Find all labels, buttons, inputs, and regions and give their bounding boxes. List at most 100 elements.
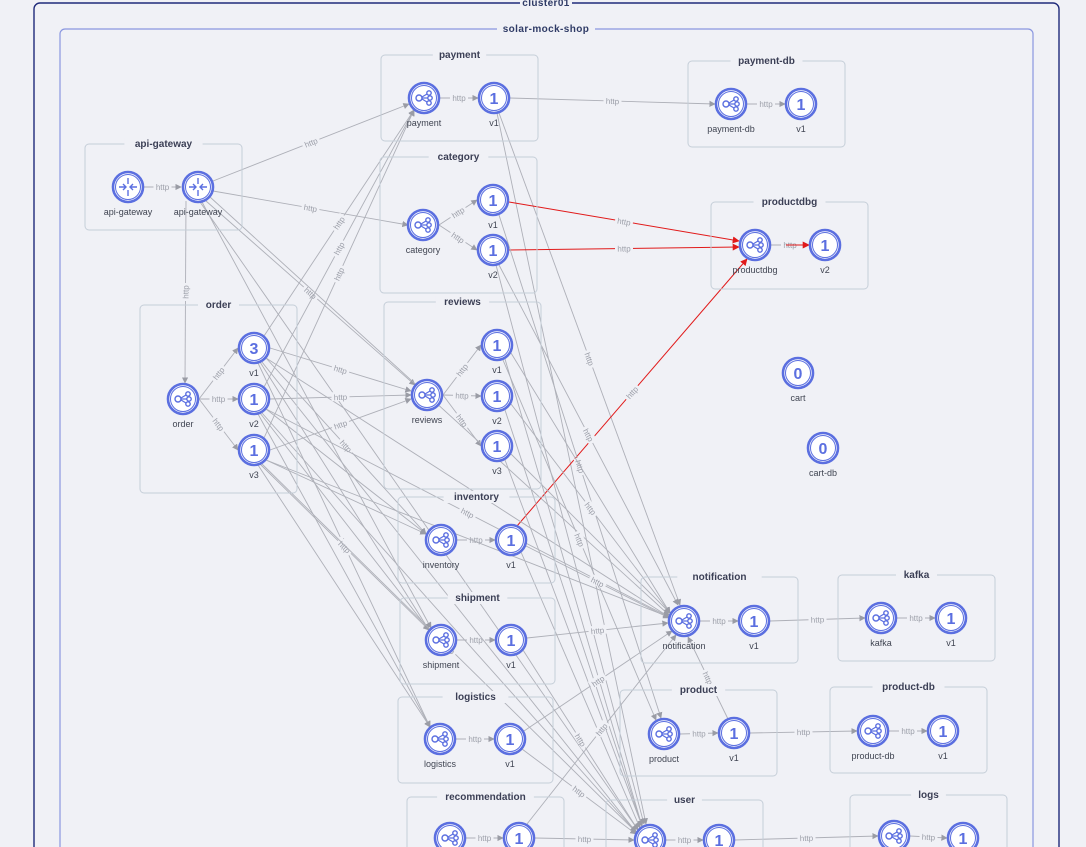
edge-label: http: [800, 834, 814, 843]
edge-line[interactable]: [510, 352, 671, 614]
edge-label: http: [590, 626, 605, 636]
version-node[interactable]: 1v1: [926, 714, 960, 761]
version-label: v1: [488, 220, 498, 230]
edge-line[interactable]: [265, 459, 670, 618]
version-label: v2: [249, 419, 259, 429]
gateway-node[interactable]: api-gateway: [104, 170, 153, 217]
node-label: order: [172, 419, 193, 429]
version-label: v1: [506, 560, 516, 570]
version-node[interactable]: 1: [502, 821, 536, 847]
version-node[interactable]: 1 v1: [717, 716, 751, 763]
version-label: v2: [820, 265, 830, 275]
node-label: logistics: [424, 759, 457, 769]
edge-line[interactable]: [265, 459, 427, 535]
node-label: reviews: [412, 415, 443, 425]
version-label: v1: [796, 124, 806, 134]
version-node[interactable]: 1v2: [480, 379, 514, 426]
version-node[interactable]: 1v1: [476, 183, 510, 230]
edge-label: http: [455, 391, 469, 400]
service-node[interactable]: order: [166, 382, 200, 429]
version-node[interactable]: 1v1: [784, 87, 818, 134]
service-node[interactable]: product-db: [851, 714, 895, 761]
edge-label: http: [712, 617, 726, 626]
service-node[interactable]: reviews: [410, 378, 444, 425]
service-node[interactable]: productdbg: [732, 228, 778, 275]
version-node[interactable]: 1: [702, 823, 736, 847]
version-node[interactable]: 1v1: [494, 623, 528, 670]
group-inventory: inventory: [397, 491, 556, 584]
service-node[interactable]: logistics: [423, 722, 457, 769]
service-node[interactable]: payment-db: [707, 87, 755, 134]
edge-line[interactable]: [265, 408, 427, 535]
node-label: payment-db: [707, 124, 755, 134]
instance-count: 1: [750, 614, 759, 631]
service-node[interactable]: [877, 819, 911, 847]
version-node[interactable]: 1v2: [476, 233, 510, 280]
service-node[interactable]: category: [406, 208, 441, 255]
group-kafka: kafka: [837, 569, 996, 662]
version-label: v1: [729, 753, 739, 763]
version-node[interactable]: 1v3: [237, 433, 271, 480]
group-logs: logs: [849, 789, 1008, 847]
edge-label: http: [606, 97, 620, 106]
instance-count: 0: [819, 441, 828, 458]
service-node[interactable]: shipment: [423, 623, 460, 670]
edge-line[interactable]: [495, 264, 646, 825]
edge-label: http: [469, 636, 483, 645]
gateway-node[interactable]: api-gateway: [174, 170, 223, 217]
edge-line[interactable]: [496, 112, 648, 825]
version-label: v1: [492, 365, 502, 375]
edge-line[interactable]: [504, 409, 644, 827]
service-node[interactable]: product: [647, 717, 681, 764]
group-product-db: product-db: [829, 681, 988, 774]
edge-line[interactable]: [209, 196, 670, 616]
edge-line[interactable]: [504, 358, 644, 827]
version-node[interactable]: 1v1: [493, 722, 527, 769]
version-node[interactable]: 1v1: [494, 523, 528, 570]
edge-label: http: [333, 364, 349, 377]
version-node[interactable]: 1v1: [737, 604, 771, 651]
edge-label: http: [797, 728, 811, 737]
edge-label: http: [578, 835, 592, 844]
service-node[interactable]: notification: [662, 604, 706, 651]
version-label: v3: [492, 466, 502, 476]
edge-label: http: [478, 834, 492, 843]
version-node[interactable]: 1v2: [808, 228, 842, 275]
edge-label: http: [333, 418, 349, 431]
service-node[interactable]: inventory: [423, 523, 460, 570]
instance-count: 1: [939, 724, 948, 741]
edge-line[interactable]: [257, 413, 431, 728]
service-node[interactable]: payment: [407, 81, 442, 128]
service-node[interactable]: [433, 821, 467, 847]
version-node[interactable]: 1v1: [480, 328, 514, 375]
version-label: v2: [492, 416, 502, 426]
instance-count: 1: [715, 833, 724, 847]
edge-line[interactable]: [201, 201, 432, 629]
version-node[interactable]: 1: [946, 821, 980, 847]
version-node[interactable]: 1v1: [934, 601, 968, 648]
node-label: notification: [662, 641, 705, 651]
group-title: logs: [918, 790, 939, 801]
service-node[interactable]: kafka: [864, 601, 898, 648]
instance-count: 1: [493, 439, 502, 456]
version-node[interactable]: 3v1: [237, 331, 271, 378]
version-node[interactable]: 1v1: [477, 81, 511, 128]
edge-line[interactable]: [504, 459, 643, 827]
edge-label: http: [617, 216, 632, 227]
version-node[interactable]: 1 v3: [480, 429, 514, 476]
edge-label: http: [678, 836, 692, 845]
edge-label: http: [901, 727, 915, 736]
instance-count: 1: [506, 732, 515, 749]
instance-count: 1: [730, 726, 739, 743]
edge-label: http: [617, 244, 631, 253]
edge-line[interactable]: [510, 453, 671, 614]
group-title: productdbg: [762, 197, 818, 208]
edge-line[interactable]: [259, 412, 430, 631]
service-node[interactable]: [633, 823, 667, 847]
instance-count: 1: [959, 831, 968, 847]
version-node[interactable]: 1v2: [237, 382, 271, 429]
edge-line[interactable]: [199, 201, 639, 831]
